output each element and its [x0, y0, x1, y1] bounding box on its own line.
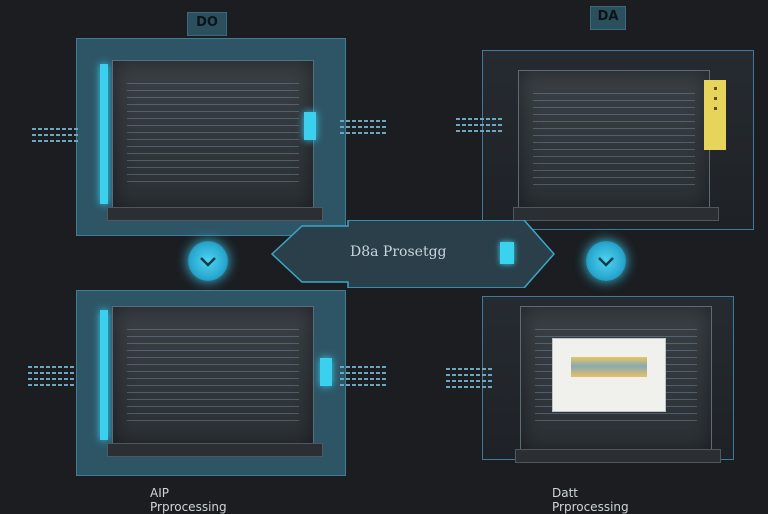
caption-bottom-right: Datt Prprocessing [552, 486, 629, 514]
panel-tag-do: DO [187, 12, 227, 36]
side-annotation [446, 364, 492, 392]
center-label-text: D8a Prosetgg [350, 244, 447, 260]
neon-strip [100, 64, 108, 204]
center-processing-label: D8a Prosetgg [268, 220, 558, 288]
chevron-down-button[interactable] [188, 241, 228, 281]
neon-strip [100, 310, 108, 440]
caption-bottom-left: AIP Prprocessing [150, 486, 227, 514]
neon-chip [320, 358, 332, 386]
side-annotation-right [340, 362, 386, 390]
server-rack [107, 306, 323, 457]
chevron-down-icon [200, 257, 216, 267]
side-annotation-right [340, 116, 386, 138]
neon-chip [304, 112, 316, 140]
side-annotation-left [32, 124, 78, 146]
chevron-down-icon [598, 257, 614, 267]
server-rack [513, 70, 719, 221]
side-annotation [456, 114, 502, 136]
hexagon-frame [270, 220, 556, 288]
chevron-down-button[interactable] [586, 241, 626, 281]
side-annotation-left [28, 362, 74, 390]
server-rack [107, 60, 323, 221]
monitor-card [552, 338, 666, 412]
yellow-label [704, 80, 726, 150]
server-icon [500, 242, 514, 264]
panel-tag-da: DA [590, 6, 626, 30]
